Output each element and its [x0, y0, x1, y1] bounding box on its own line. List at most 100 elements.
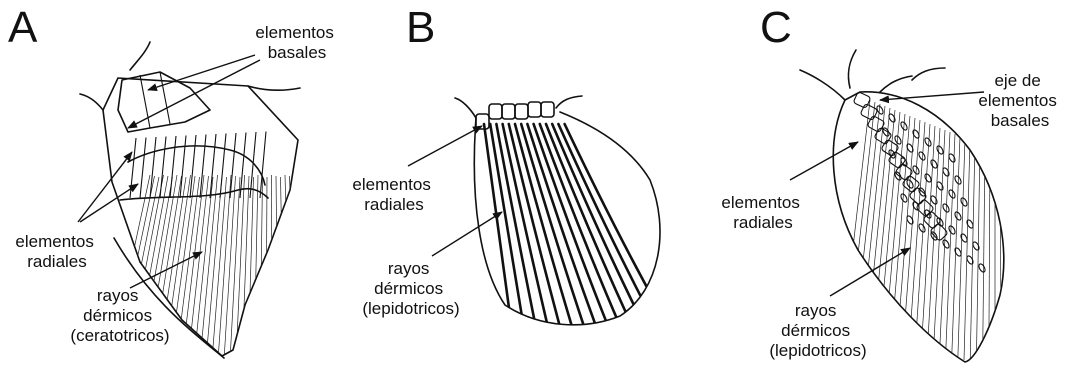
- panel-a-radiales-arrow-1: [78, 152, 132, 222]
- panel-a: A elementos basales elementos radiales: [8, 3, 339, 360]
- radial-element: [924, 173, 933, 183]
- radial-element: [978, 263, 987, 273]
- panel-b-edge-right: [556, 96, 582, 108]
- ray-line: [927, 128, 940, 360]
- panel-b-rayos-label: rayos dérmicos (lepidotricos): [362, 259, 459, 318]
- panel-c-edge-right-2: [912, 68, 945, 80]
- ray-line: [976, 144, 980, 360]
- ray-line: [1000, 152, 1001, 360]
- panel-b-radiales-label: elementos radiales: [352, 175, 435, 214]
- panel-a-basales-label: elementos basales: [255, 23, 338, 62]
- panel-c-eje-label: eje de elementos basales: [978, 71, 1061, 130]
- panel-a-radiales-label: elementos radiales: [15, 232, 98, 271]
- ray-line: [276, 176, 278, 360]
- ray-line: [248, 177, 254, 360]
- panel-a-radial-border-2: [120, 189, 268, 200]
- radial-element: [150, 137, 156, 198]
- panel-c-letter: C: [760, 3, 792, 52]
- radial-element: [476, 114, 489, 129]
- panel-a-edge-left: [80, 94, 103, 110]
- ray-line: [294, 177, 302, 360]
- radial-element: [180, 136, 186, 199]
- panel-a-tip: [130, 42, 150, 70]
- ray-line: [1005, 154, 1007, 360]
- ray-line: [1015, 158, 1020, 360]
- ray-line: [1010, 156, 1014, 360]
- ray-line: [230, 177, 240, 360]
- radial-element: [876, 105, 885, 115]
- radial-element: [936, 181, 945, 191]
- panel-b-radiales-arrow: [408, 126, 482, 166]
- radial-element: [936, 145, 945, 155]
- panel-b-edge-left: [455, 98, 476, 118]
- lepidotrichium: [546, 124, 634, 330]
- panel-c: C eje de elementos basales elementos rad…: [721, 3, 1061, 362]
- radial-element: [960, 197, 969, 207]
- ray-line: [865, 108, 890, 360]
- ray-line: [281, 177, 285, 360]
- radial-element: [230, 133, 236, 198]
- radial-element: [948, 189, 957, 199]
- radial-element: [942, 239, 951, 249]
- radial-element: [541, 102, 554, 117]
- ray-line: [170, 176, 195, 360]
- ray-line: [254, 175, 258, 360]
- radial-element: [260, 132, 266, 199]
- panel-c-edge-right: [880, 76, 912, 92]
- ray-line: [970, 142, 975, 360]
- panel-a-edge: [248, 86, 300, 90]
- ray-line: [883, 114, 905, 360]
- panel-c-rayos-label: rayos dérmicos (lepidotricos): [769, 301, 866, 360]
- panel-c-radiales-arrow: [790, 142, 858, 180]
- radial-element: [930, 159, 939, 169]
- radial-element: [960, 233, 969, 243]
- radial-element: [924, 137, 933, 147]
- radial-element: [954, 247, 963, 257]
- radial-element: [894, 171, 903, 181]
- panel-c-rayos-arrow: [830, 248, 910, 296]
- panel-c-edge-left: [800, 70, 845, 100]
- panel-c-tip: [848, 50, 856, 88]
- ray-line: [236, 175, 245, 360]
- radial-element: [900, 193, 909, 203]
- radial-element: [930, 195, 939, 205]
- radial-element: [502, 104, 515, 119]
- radial-element: [954, 211, 963, 221]
- panel-b-rayos-arrow: [432, 212, 502, 256]
- ray-line: [272, 175, 273, 360]
- radial-element: [918, 151, 927, 161]
- ray-line: [194, 177, 213, 360]
- panel-b-lepidotrichia: [484, 124, 671, 330]
- ray-line: [266, 177, 267, 360]
- ray-line: [945, 134, 955, 360]
- panel-a-radiales-arrow-2: [80, 184, 138, 222]
- radial-element: [220, 134, 226, 199]
- radial-element: [160, 137, 166, 199]
- radial-element: [918, 223, 927, 233]
- radial-element: [528, 102, 541, 117]
- ray-line: [964, 140, 970, 360]
- panel-a-letter: A: [8, 3, 38, 52]
- lepidotrichium: [503, 124, 549, 330]
- ray-line: [983, 146, 985, 360]
- ray-line: [871, 110, 895, 360]
- radial-element: [948, 153, 957, 163]
- panel-b: B elementos radiales rayos dérmicos (lep…: [352, 3, 670, 330]
- ray-line: [290, 176, 297, 360]
- ray-line: [299, 175, 309, 360]
- lepidotrichium: [552, 124, 646, 330]
- ray-line: [224, 176, 236, 360]
- radial-element: [489, 104, 502, 119]
- radial-element: [882, 127, 891, 137]
- panel-b-letter: B: [406, 3, 435, 52]
- radial-element: [948, 225, 957, 235]
- radial-element: [140, 138, 146, 199]
- panel-c-lepidotrichia: [840, 100, 1020, 360]
- radial-element: [200, 135, 206, 199]
- radial-element: [515, 104, 528, 119]
- ray-line: [859, 106, 885, 360]
- ray-line: [890, 116, 910, 360]
- panel-c-radiales-label: elementos radiales: [721, 193, 804, 232]
- radial-element: [170, 136, 176, 198]
